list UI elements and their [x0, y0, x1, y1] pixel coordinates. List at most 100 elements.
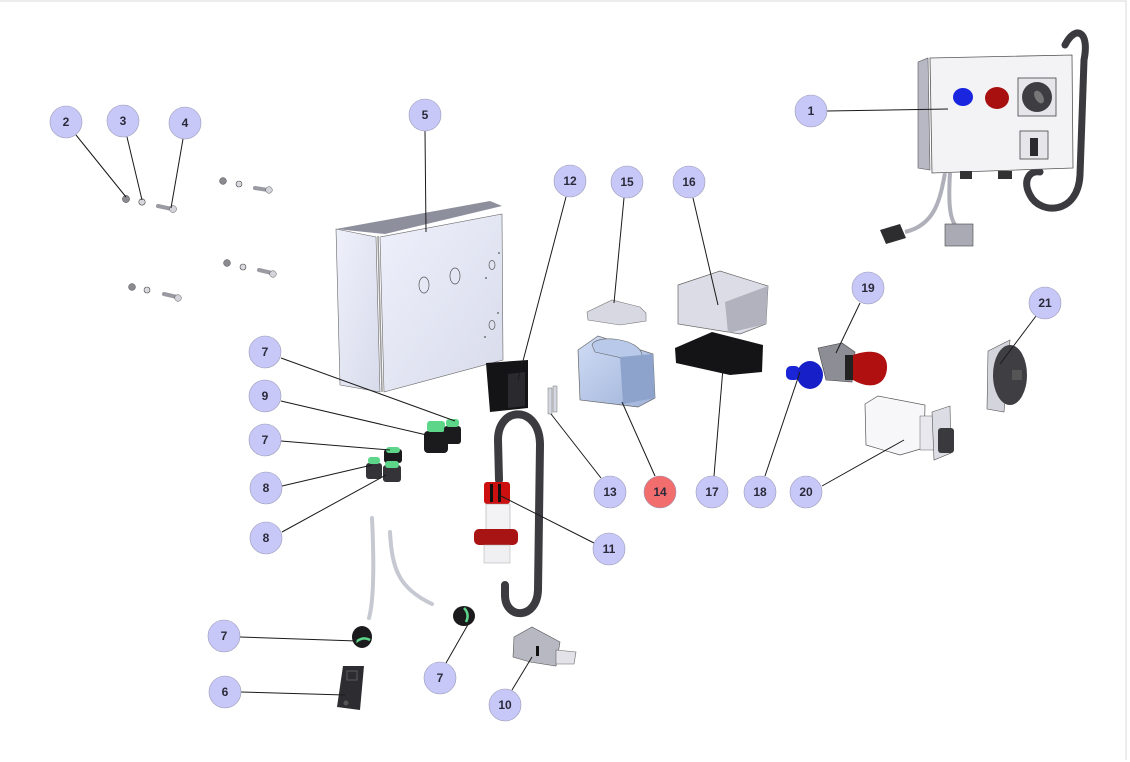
callout-8[interactable]: 8 [249, 521, 283, 555]
callout-12[interactable]: 12 [553, 164, 587, 198]
gland-9 [424, 421, 448, 453]
cable-clip [337, 666, 364, 710]
callout-11[interactable]: 11 [592, 532, 626, 566]
gland-7-mid [384, 447, 402, 463]
svg-text:17: 17 [705, 485, 719, 499]
leader-7d [445, 620, 471, 664]
knob-dial [986, 339, 1027, 413]
leader-7c [239, 636, 358, 642]
svg-text:4: 4 [182, 116, 189, 130]
rotary-selector-switch [864, 395, 954, 461]
callout-4[interactable]: 4 [168, 106, 202, 140]
svg-text:11: 11 [603, 542, 616, 556]
leader-14 [621, 401, 656, 477]
tubes [367, 516, 434, 620]
leader-13 [550, 413, 602, 479]
callout-7[interactable]: 7 [248, 423, 282, 457]
callout-6[interactable]: 6 [208, 675, 242, 709]
svg-text:15: 15 [620, 175, 634, 189]
assembled-control-box [880, 29, 1089, 247]
callout-21[interactable]: 21 [1028, 286, 1062, 320]
callout-19[interactable]: 19 [851, 271, 885, 305]
leader-7b [280, 440, 391, 451]
svg-text:7: 7 [221, 629, 228, 643]
leader-2 [75, 134, 127, 198]
svg-text:18: 18 [753, 485, 767, 499]
leader-7a [280, 357, 456, 422]
leader-3 [126, 136, 143, 201]
callout-18[interactable]: 18 [743, 475, 777, 509]
callout-2[interactable]: 2 [49, 105, 83, 139]
svg-text:8: 8 [263, 481, 270, 495]
svg-text:9: 9 [262, 389, 269, 403]
leader-20 [821, 439, 905, 487]
gland-8-left [366, 457, 382, 479]
leader-19 [835, 302, 861, 354]
callout-3[interactable]: 3 [106, 104, 140, 138]
leader-10 [511, 656, 533, 691]
callout-10[interactable]: 10 [488, 688, 522, 722]
gland-7-upper [444, 419, 461, 444]
leader-15 [613, 197, 625, 304]
leader-12 [517, 196, 567, 381]
leader-4 [170, 138, 184, 209]
pins [547, 385, 558, 415]
black-block [486, 360, 528, 412]
callout-7[interactable]: 7 [423, 661, 457, 695]
leader-18 [764, 371, 801, 477]
svg-text:7: 7 [437, 671, 444, 685]
leader-5 [424, 130, 427, 233]
callout-9[interactable]: 9 [248, 379, 282, 413]
transformer [577, 335, 656, 408]
svg-text:21: 21 [1038, 296, 1052, 310]
callout-16[interactable]: 16 [672, 165, 706, 199]
svg-text:8: 8 [263, 531, 270, 545]
leader-6 [240, 691, 346, 696]
fastener-set [122, 177, 277, 302]
callout-20[interactable]: 20 [789, 475, 823, 509]
svg-text:7: 7 [262, 345, 269, 359]
leader-1 [826, 108, 949, 112]
callout-7[interactable]: 7 [207, 619, 241, 653]
relay-housing [677, 270, 769, 335]
leader-8b [281, 474, 387, 533]
svg-text:3: 3 [120, 114, 127, 128]
relay-base [675, 332, 763, 375]
callout-7[interactable]: 7 [248, 335, 282, 369]
callout-15[interactable]: 15 [610, 165, 644, 199]
callout-14[interactable]: 14 [643, 475, 677, 509]
svg-text:10: 10 [498, 698, 512, 712]
callout-17[interactable]: 17 [695, 475, 729, 509]
leader-16 [692, 197, 719, 306]
svg-text:12: 12 [563, 174, 577, 188]
svg-text:16: 16 [682, 175, 696, 189]
gland-7-lower-right [453, 606, 475, 626]
callout-5[interactable]: 5 [408, 98, 442, 132]
callouts: 1 2 3 4 5 6 7 7 7 7 8 8 9 10 11 12 13 14… [49, 94, 1062, 722]
svg-text:5: 5 [422, 108, 429, 122]
leader-8a [281, 464, 373, 487]
callout-8[interactable]: 8 [249, 471, 283, 505]
leader-11 [498, 494, 595, 544]
gland-7-lower-left [352, 626, 372, 648]
svg-text:13: 13 [603, 485, 617, 499]
cable-glands-cluster [366, 419, 461, 482]
svg-text:7: 7 [262, 433, 269, 447]
enclosure-box [335, 201, 504, 393]
leader-lines [75, 108, 1037, 696]
blue-push-button [786, 361, 823, 389]
callout-13[interactable]: 13 [593, 475, 627, 509]
leader-17 [713, 367, 724, 477]
emergency-stop-button [817, 342, 888, 386]
leader-21 [999, 315, 1037, 365]
svg-text:14: 14 [653, 485, 667, 499]
power-plug-with-cable [474, 410, 545, 618]
terminal-cover [586, 299, 647, 326]
leader-9 [280, 400, 432, 437]
svg-text:20: 20 [799, 485, 813, 499]
svg-text:1: 1 [808, 104, 815, 118]
svg-text:19: 19 [861, 281, 875, 295]
callout-1[interactable]: 1 [794, 94, 828, 128]
